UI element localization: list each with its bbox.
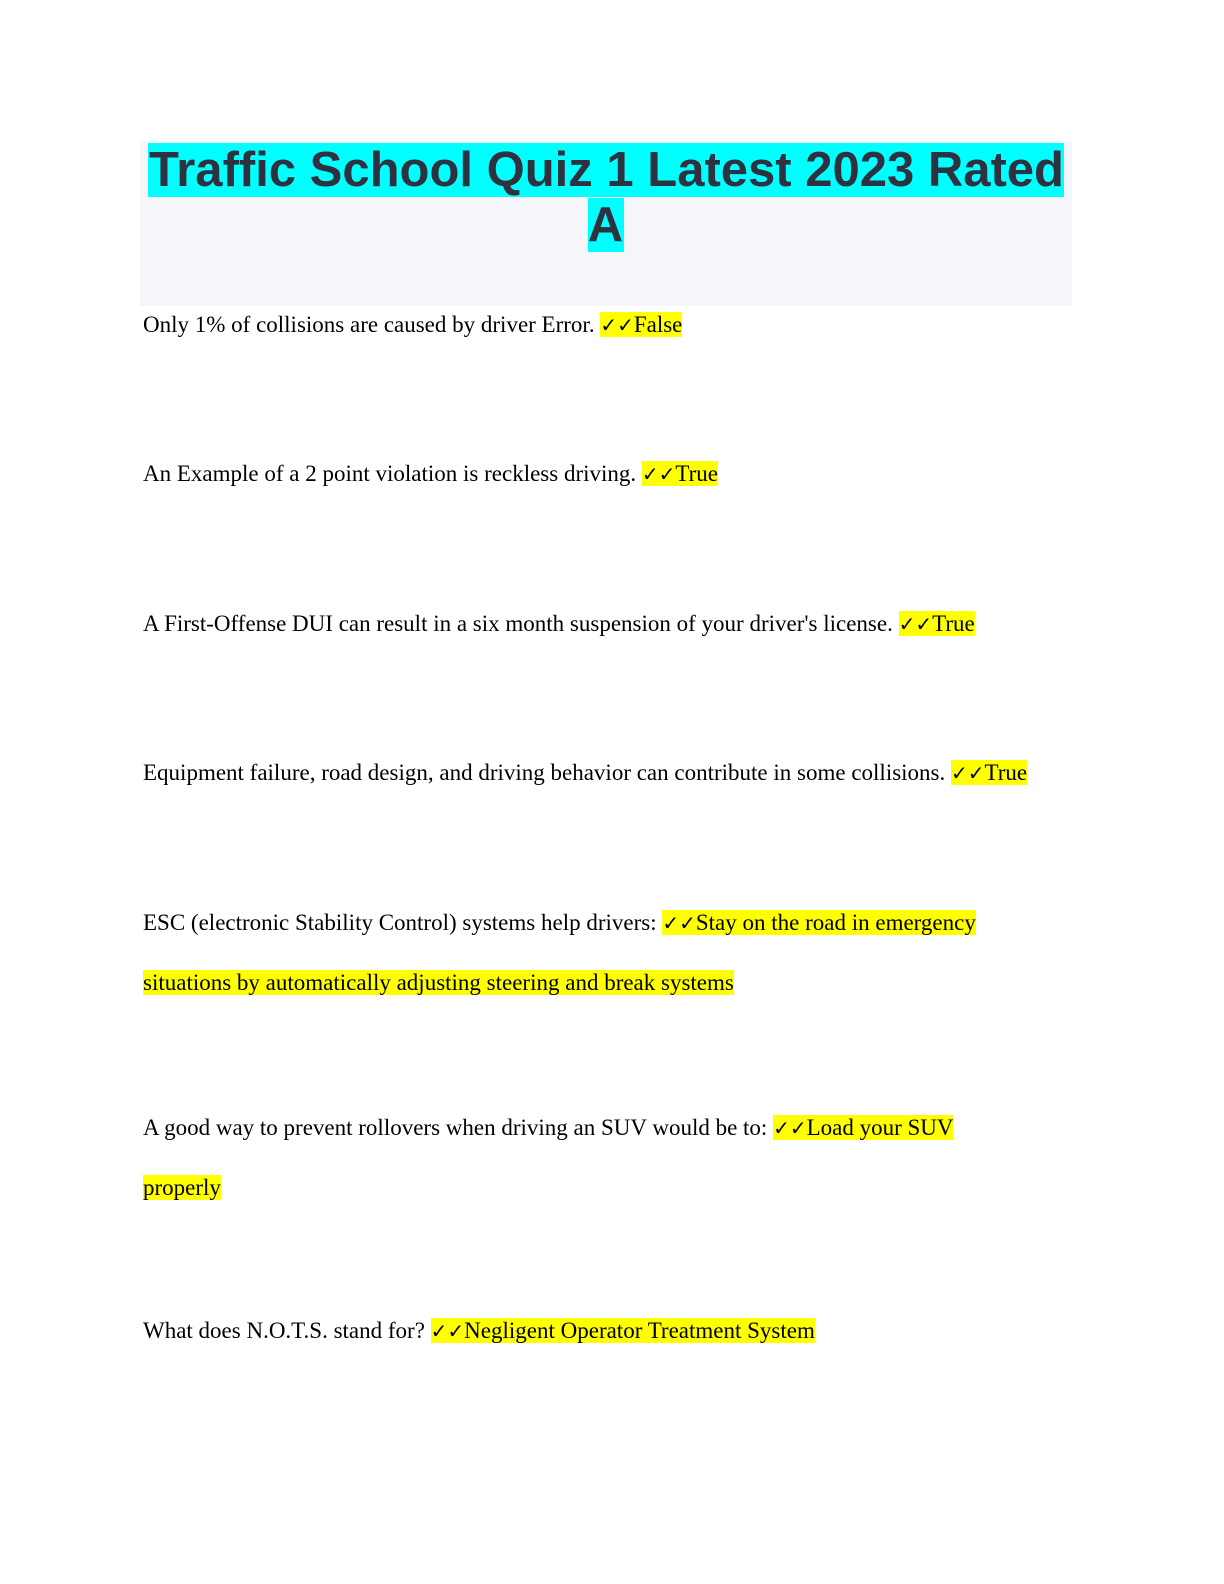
question-text: Equipment failure, road design, and driv…: [143, 760, 946, 785]
quiz-item-3: A First-Offense DUI can result in a six …: [143, 594, 1078, 654]
quiz-item-4: Equipment failure, road design, and driv…: [143, 743, 1078, 803]
answer-text: True: [984, 760, 1028, 785]
title-header: Traffic School Quiz 1 Latest 2023 Rated …: [140, 141, 1072, 306]
double-check-icon: ✓✓: [898, 612, 933, 636]
answer-text: Load your SUV properly: [143, 1115, 954, 1200]
answer-text: False: [633, 312, 683, 337]
quiz-item-7: What does N.O.T.S. stand for? ✓✓Negligen…: [143, 1301, 1078, 1361]
answer-text: Stay on the road in emergency situations…: [143, 910, 976, 995]
quiz-item-5: ESC (electronic Stability Control) syste…: [143, 893, 1023, 1012]
document-title: Traffic School Quiz 1 Latest 2023 Rated …: [140, 141, 1072, 253]
answer-highlight: ✓✓Negligent Operator Treatment System: [430, 1318, 815, 1343]
answer-text: True: [675, 461, 719, 486]
answer-text: Negligent Operator Treatment System: [464, 1318, 815, 1343]
double-check-icon: ✓✓: [773, 1116, 807, 1140]
double-check-icon: ✓✓: [662, 911, 696, 935]
answer-highlight: ✓✓True: [951, 760, 1028, 785]
question-text: A good way to prevent rollovers when dri…: [143, 1115, 768, 1140]
double-check-icon: ✓✓: [430, 1319, 465, 1343]
document-title-text: Traffic School Quiz 1 Latest 2023 Rated …: [148, 143, 1064, 252]
question-text: What does N.O.T.S. stand for?: [143, 1318, 425, 1343]
double-check-icon: ✓✓: [641, 462, 676, 486]
question-text: An Example of a 2 point violation is rec…: [143, 461, 637, 486]
answer-highlight: ✓✓False: [600, 312, 683, 337]
answer-text: True: [932, 611, 975, 636]
quiz-item-1: Only 1% of collisions are caused by driv…: [143, 295, 1078, 355]
question-text: ESC (electronic Stability Control) syste…: [143, 910, 657, 935]
quiz-item-6: A good way to prevent rollovers when dri…: [143, 1098, 1003, 1217]
question-text: Only 1% of collisions are caused by driv…: [143, 312, 595, 337]
answer-highlight: ✓✓True: [641, 461, 719, 486]
double-check-icon: ✓✓: [600, 313, 634, 337]
double-check-icon: ✓✓: [951, 761, 985, 785]
answer-highlight: ✓✓True: [898, 611, 975, 636]
question-text: A First-Offense DUI can result in a six …: [143, 611, 893, 636]
quiz-item-2: An Example of a 2 point violation is rec…: [143, 444, 1078, 504]
